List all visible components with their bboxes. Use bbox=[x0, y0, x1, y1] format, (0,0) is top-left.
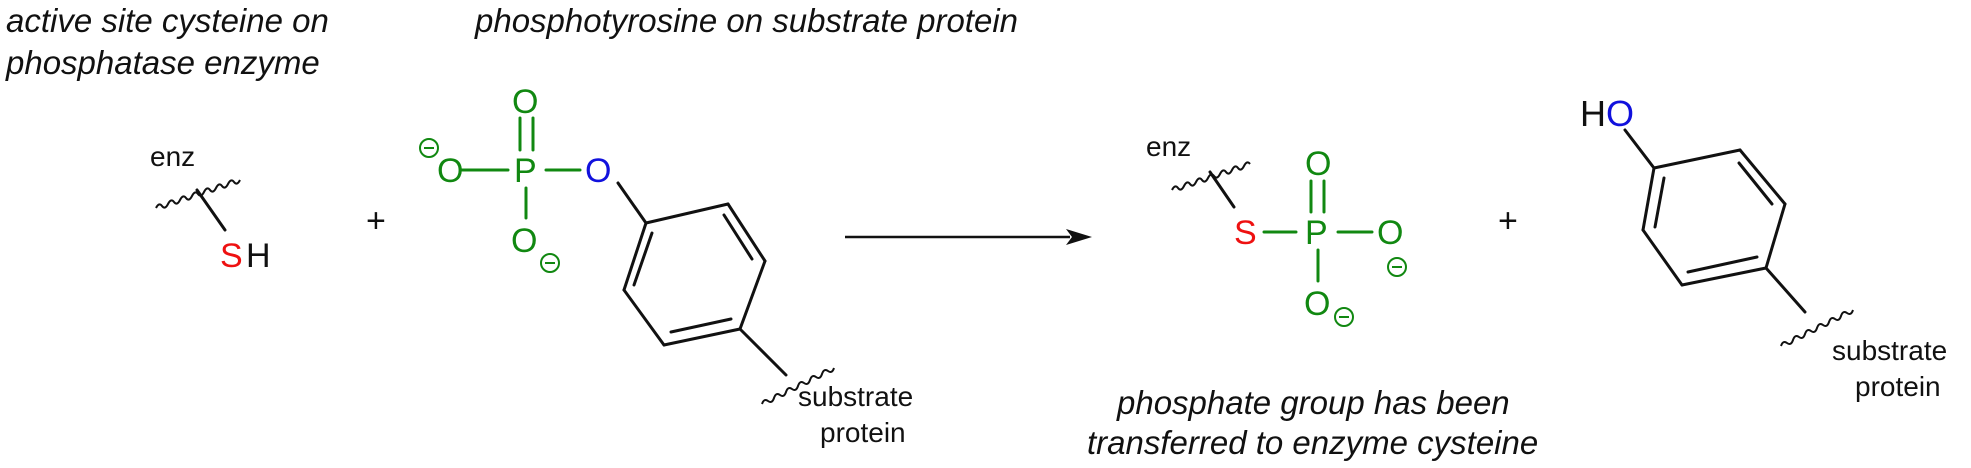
reaction-arrow bbox=[845, 229, 1092, 245]
hydroxyl-oxygen: O bbox=[1606, 93, 1634, 134]
enzyme-cysteine-molecule: enz S H bbox=[150, 141, 271, 275]
phosphate-oxygen-left: O bbox=[437, 152, 463, 190]
caption-phosphotyrosine: phosphotyrosine on substrate protein bbox=[474, 2, 1018, 39]
caption-cysteine-line2: phosphatase enzyme bbox=[5, 44, 320, 81]
negative-charge-bottom bbox=[540, 253, 560, 273]
sulfur-atom: S bbox=[220, 237, 243, 275]
caption-product-line1: phosphate group has been bbox=[1116, 384, 1510, 421]
phosphorus-atom: P bbox=[514, 152, 537, 190]
c-s-bond-product bbox=[1208, 170, 1236, 209]
enz-label-product: enz bbox=[1146, 131, 1191, 162]
plus-sign-2: + bbox=[1498, 202, 1518, 240]
product-oxygen-right: O bbox=[1377, 214, 1403, 252]
ring-substrate-bond bbox=[738, 327, 788, 377]
plus-sign-1: + bbox=[366, 202, 386, 240]
ring-substrate-bond-2 bbox=[1764, 266, 1807, 314]
substrate-label-2-line2: protein bbox=[1855, 371, 1941, 402]
benzene-ring-1 bbox=[616, 181, 767, 347]
hydroxyl-hydrogen: H bbox=[1580, 93, 1606, 134]
negative-charge-left bbox=[419, 138, 439, 158]
product-oxygen-top: O bbox=[1305, 145, 1331, 183]
phosphate-oxygen-bottom: O bbox=[511, 222, 537, 260]
wavy-attachment-bond-product bbox=[1171, 161, 1251, 191]
enz-label: enz bbox=[150, 141, 195, 172]
substrate-label-2-line1: substrate bbox=[1832, 335, 1947, 366]
phospho-enzyme-molecule: enz S O P O O bbox=[1146, 131, 1407, 327]
product-oxygen-bottom: O bbox=[1304, 285, 1330, 323]
wavy-substrate-bond-2 bbox=[1780, 309, 1854, 347]
wavy-substrate-bond bbox=[761, 367, 835, 405]
negative-charge-bottom-product bbox=[1334, 307, 1354, 327]
caption-product-line2: transferred to enzyme cysteine bbox=[1087, 424, 1538, 461]
ester-oxygen: O bbox=[585, 152, 611, 190]
substrate-label-line1: substrate bbox=[798, 381, 913, 412]
c-o-bond bbox=[1623, 128, 1656, 170]
substrate-label-line2: protein bbox=[820, 417, 906, 448]
c-s-bond bbox=[195, 188, 227, 232]
phosphate-oxygen-top: O bbox=[512, 83, 538, 121]
benzene-ring-2 bbox=[1641, 148, 1787, 287]
phosphorus-atom-product: P bbox=[1305, 214, 1328, 252]
tyrosine-molecule: H O substrate protein bbox=[1580, 93, 1947, 402]
sulfur-atom-product: S bbox=[1234, 214, 1257, 252]
caption-cysteine-line1: active site cysteine on bbox=[6, 2, 329, 39]
negative-charge-right bbox=[1387, 257, 1407, 277]
phosphotyrosine-molecule: O P O O O substrate protein bbox=[419, 83, 913, 448]
hydrogen-atom: H bbox=[246, 237, 271, 275]
